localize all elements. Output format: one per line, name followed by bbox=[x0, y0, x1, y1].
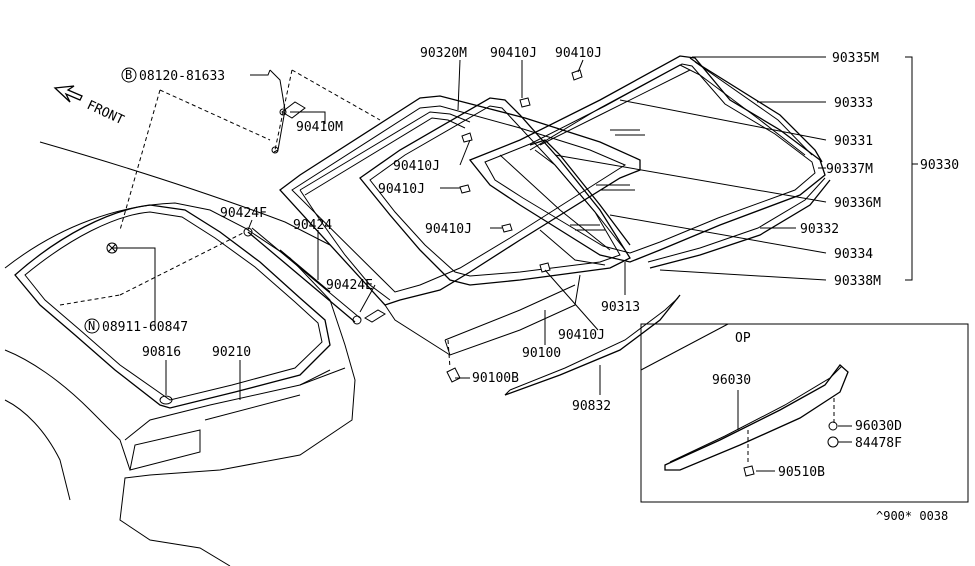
option-box bbox=[640, 323, 969, 503]
label-90100b: 90100B bbox=[472, 371, 519, 386]
label-90335m: 90335M bbox=[832, 51, 879, 66]
label-90410j-mid-b: 90410J bbox=[378, 182, 425, 197]
label-90334: 90334 bbox=[834, 247, 873, 262]
label-84478f: 84478F bbox=[855, 436, 902, 451]
front-arrow-icon bbox=[53, 85, 83, 103]
label-08120-81633: 08120-81633 bbox=[139, 69, 225, 84]
spoiler-strip-90832 bbox=[504, 294, 681, 396]
label-90410j-top-a: 90410J bbox=[490, 46, 537, 61]
label-90336m: 90336M bbox=[834, 196, 881, 211]
label-90410m: 90410M bbox=[296, 120, 343, 135]
car-body-outline bbox=[4, 141, 356, 566]
gas-strut-90424 bbox=[243, 227, 386, 325]
front-direction-label: FRONT bbox=[84, 98, 126, 128]
label-90424f: 90424F bbox=[220, 206, 267, 221]
body-glass-opening bbox=[14, 204, 331, 409]
label-90338m: 90338M bbox=[834, 274, 881, 289]
bolt-symbol-b bbox=[121, 67, 137, 83]
label-90333: 90333 bbox=[834, 96, 873, 111]
label-96030d: 96030D bbox=[855, 419, 902, 434]
label-90410j-mid-a: 90410J bbox=[393, 159, 440, 174]
label-90337m: 90337M bbox=[826, 162, 873, 177]
label-90410j-mid-c: 90410J bbox=[425, 222, 472, 237]
bolt-symbol-b-letter: B bbox=[125, 68, 132, 82]
label-90424e: 90424E bbox=[326, 278, 373, 293]
inner-glass-90313 bbox=[359, 97, 631, 286]
label-08911-60847: 08911-60847 bbox=[102, 320, 188, 335]
nut-symbol-n-letter: N bbox=[88, 319, 95, 333]
label-90331: 90331 bbox=[834, 134, 873, 149]
label-90210: 90210 bbox=[212, 345, 251, 360]
label-90332: 90332 bbox=[800, 222, 839, 237]
label-90320m: 90320M bbox=[420, 46, 467, 61]
weatherstrip-90320m bbox=[299, 111, 471, 301]
label-90100: 90100 bbox=[522, 346, 561, 361]
label-90832: 90832 bbox=[572, 399, 611, 414]
clips bbox=[446, 69, 583, 383]
footer-code: ^900* 0038 bbox=[876, 509, 948, 523]
glass-mouldings bbox=[529, 57, 831, 269]
leader-lines bbox=[112, 56, 918, 472]
label-90410j-top-b: 90410J bbox=[555, 46, 602, 61]
nut-symbol-n bbox=[84, 318, 100, 334]
label-90410j-low: 90410J bbox=[558, 328, 605, 343]
label-90816: 90816 bbox=[142, 345, 181, 360]
option-label: OP bbox=[735, 331, 751, 346]
hinge-90410m bbox=[269, 69, 306, 154]
part-labels: 90335M 90333 90331 90337M 90330 90336M 9… bbox=[84, 46, 959, 523]
label-90313: 90313 bbox=[601, 300, 640, 315]
label-90510b: 90510B bbox=[778, 465, 825, 480]
label-96030: 96030 bbox=[712, 373, 751, 388]
rear-glass-90330 bbox=[468, 55, 826, 266]
label-90424: 90424 bbox=[293, 218, 332, 233]
label-90330: 90330 bbox=[920, 158, 959, 173]
